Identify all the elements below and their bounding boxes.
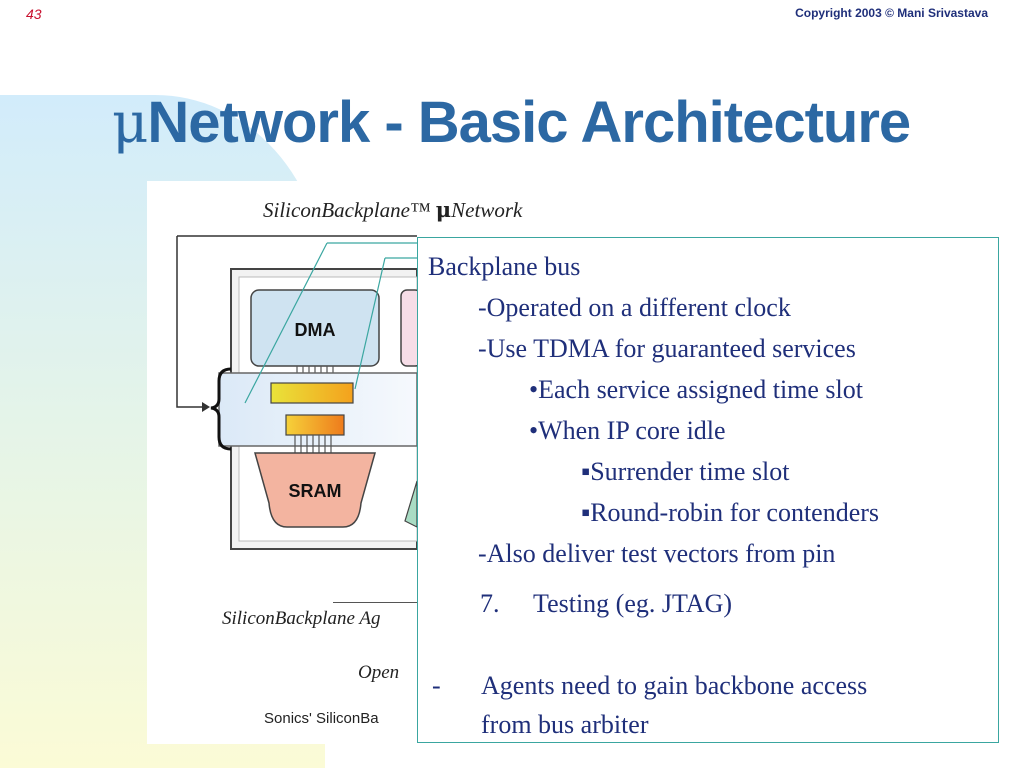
bus-brace <box>210 367 232 451</box>
dma-label: DMA <box>295 320 336 340</box>
slide-title: μNetwork - Basic Architecture <box>112 78 992 168</box>
caption-brand: SiliconBackplane™ <box>263 198 436 222</box>
agent-top <box>270 382 354 404</box>
figure-caption-agent: SiliconBackplane Ag <box>222 608 381 629</box>
list-item-number: 7. <box>480 589 500 618</box>
title-text: Network - Basic Architecture <box>147 90 911 155</box>
agent-bottom <box>285 414 345 436</box>
lower-text-box: 7. Testing (eg. JTAG) - Agents need to g… <box>417 587 999 743</box>
copyright-notice: Copyright 2003 © Mani Srivastava <box>795 6 988 20</box>
figure-caption-sonics: Sonics' SiliconBa <box>264 710 379 727</box>
feedback-arrowhead <box>202 402 210 412</box>
title-mu-symbol: μ <box>112 91 148 156</box>
slide-number: 43 <box>26 6 42 22</box>
caption-mu-symbol: μ <box>435 197 452 222</box>
backplane-bus-callout: Backplane bus -Operated on a different c… <box>417 237 999 588</box>
figure-caption-top: SiliconBackplane™ μNetwork <box>263 197 623 227</box>
bullet-line-1: Agents need to gain backbone access <box>481 671 868 700</box>
callout-line-slot: •Each service assigned time slot <box>529 375 864 404</box>
callout-line-idle: •When IP core idle <box>529 416 726 445</box>
list-item-testing: Testing (eg. JTAG) <box>533 589 732 618</box>
callout-line-tdma: -Use TDMA for guaranteed services <box>478 334 856 363</box>
sram-label: SRAM <box>289 481 342 501</box>
callout-line-clock: -Operated on a different clock <box>478 293 791 322</box>
bullet-mark: - <box>432 671 441 700</box>
callout-line-test-vectors: -Also deliver test vectors from pin <box>478 539 836 568</box>
sram-block <box>254 452 376 528</box>
caption-network: Network <box>451 198 523 222</box>
bullet-line-2: from bus arbiter <box>481 710 649 739</box>
figure-caption-open: Open <box>358 662 400 683</box>
callout-line-round-robin: ▪Round-robin for contenders <box>581 498 880 527</box>
callout-line-heading: Backplane bus <box>428 252 581 281</box>
architecture-diagram: DMA SRAM <box>176 235 417 550</box>
callout-line-surrender: ▪Surrender time slot <box>581 457 790 486</box>
figure-divider <box>333 602 417 603</box>
feedback-wire <box>176 236 202 408</box>
